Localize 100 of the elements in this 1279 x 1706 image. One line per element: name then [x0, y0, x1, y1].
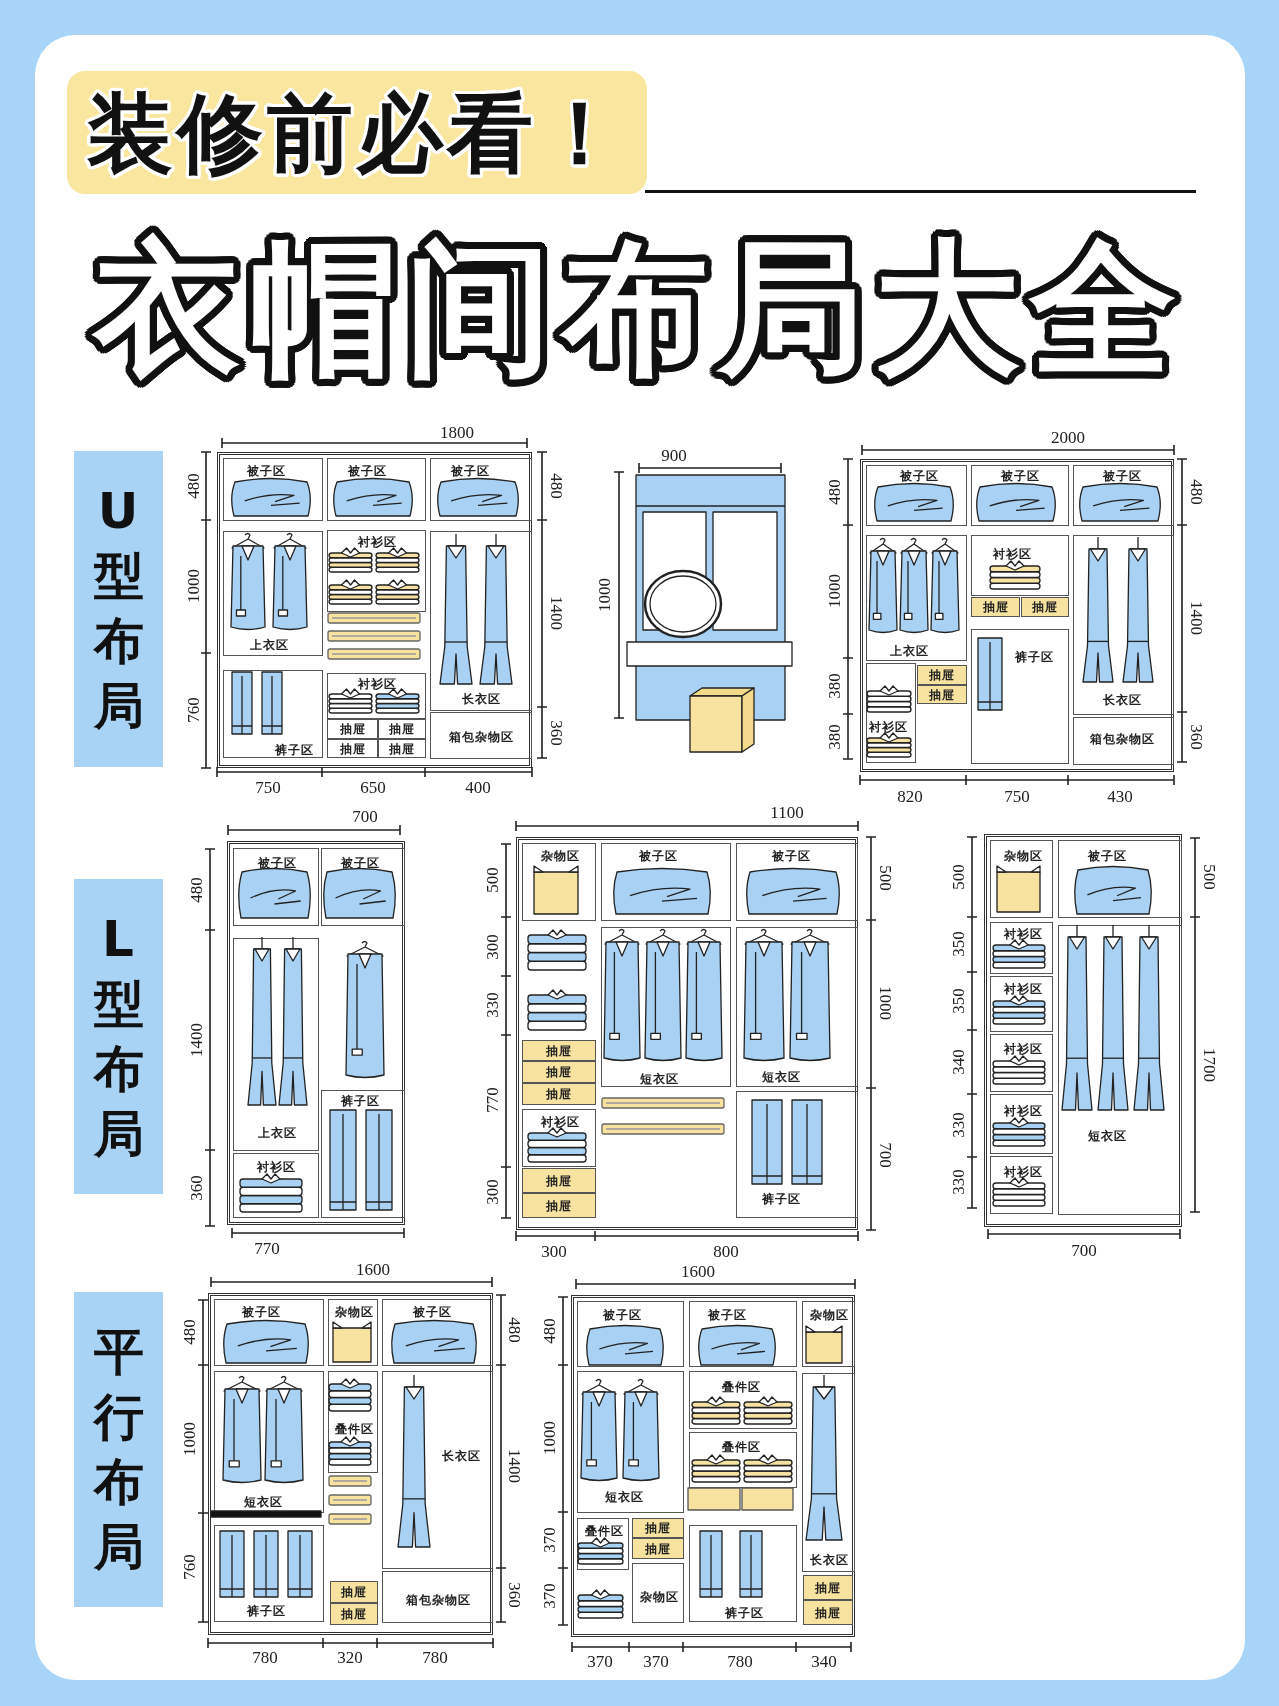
zone-label: 衬衫区: [1003, 983, 1043, 995]
zone-label: 被子区: [1087, 850, 1127, 862]
dimension-label: 1000: [540, 1421, 558, 1455]
dimension-label: 330: [949, 1112, 967, 1138]
drawer: [632, 1538, 684, 1559]
drawer-label: 抽屉: [815, 1581, 841, 1594]
drawer-label: 抽屉: [645, 1542, 671, 1555]
dimension-label: 500: [876, 865, 894, 891]
dimension-label: 480: [184, 473, 202, 499]
zone-label: 衬衫区: [357, 536, 397, 548]
dimension-label: 480: [187, 877, 205, 903]
drawer: [378, 719, 426, 739]
storage-zone: [577, 1301, 684, 1367]
dimension-label: 350: [949, 931, 967, 957]
dimension-label: 750: [255, 778, 281, 796]
storage-zone: [689, 1525, 797, 1622]
dimension-label: 1000: [180, 1422, 198, 1456]
storage-zone: [971, 465, 1069, 526]
zone-label: 衬衫区: [256, 1161, 296, 1173]
zone-label: 长衣区: [441, 1450, 481, 1462]
drawer-label: 抽屉: [389, 723, 415, 735]
storage-zone: [233, 1153, 319, 1218]
storage-zone: [632, 1563, 684, 1623]
storage-zone: [971, 535, 1069, 596]
storage-zone: [382, 1299, 493, 1366]
zone-label: 被子区: [1000, 470, 1040, 482]
drawer: [522, 1083, 596, 1105]
zone-label: 叠件区: [584, 1525, 624, 1537]
drawer: [330, 1581, 378, 1603]
dimension-label: 1100: [770, 803, 804, 821]
drawer-label: 抽屉: [815, 1606, 841, 1619]
storage-zone: [736, 927, 858, 1087]
zone-label: 衬衫区: [1003, 1043, 1043, 1055]
zone-label: 短衣区: [243, 1496, 283, 1508]
storage-zone: [1058, 840, 1182, 918]
dimension-label: 300: [541, 1242, 567, 1260]
zone-label: 短衣区: [1087, 1130, 1127, 1142]
storage-zone: [321, 1090, 405, 1218]
band-label: 平行布局: [93, 1321, 144, 1578]
dimension-label: 330: [949, 1169, 967, 1195]
storage-zone: [601, 927, 731, 1087]
drawer: [327, 719, 378, 739]
drawer-label: 抽屉: [929, 688, 955, 701]
storage-zone: [522, 843, 596, 921]
storage-zone: [736, 1091, 858, 1218]
storage-zone: [990, 1094, 1053, 1154]
drawer: [378, 739, 426, 758]
dimension-label: 820: [897, 787, 923, 805]
zone-label: 杂物区: [540, 850, 580, 862]
dimension-label: 480: [540, 1318, 558, 1344]
dimension-label: 650: [360, 778, 386, 796]
drawer: [522, 1040, 596, 1061]
dimension-label: 760: [184, 697, 202, 723]
dimension-label: 360: [505, 1582, 523, 1608]
dimension-label: 300: [483, 934, 501, 960]
zone-label: 短衣区: [761, 1071, 801, 1083]
zone-label: 杂物区: [334, 1306, 374, 1318]
drawer-label: 抽屉: [546, 1199, 572, 1212]
storage-zone: [382, 1571, 493, 1623]
zone-label: 裤子区: [761, 1193, 801, 1205]
storage-zone: [866, 663, 916, 763]
zone-label: 上衣区: [889, 645, 929, 657]
dimension-label: 400: [465, 778, 491, 796]
dimension-label: 480: [505, 1317, 523, 1343]
drawer: [330, 1603, 378, 1625]
dimension-label: 380: [825, 673, 843, 699]
zone-label: 叠件区: [334, 1423, 374, 1435]
dimension-label: 430: [1107, 787, 1133, 805]
dimension-label: 330: [483, 992, 501, 1018]
dimension-label: 1600: [681, 1262, 715, 1280]
dimension-label: 1000: [825, 574, 843, 608]
dimension-label: 500: [949, 864, 967, 890]
zone-label: 衬衫区: [357, 678, 397, 690]
dimension-label: 350: [949, 988, 967, 1014]
storage-zone: [223, 670, 323, 758]
storage-zone: [990, 1034, 1053, 1092]
dimension-label: 500: [483, 867, 501, 893]
zone-label: 被子区: [638, 850, 678, 862]
dimension-label: 750: [1004, 787, 1030, 805]
storage-zone: [577, 1371, 684, 1513]
dimension-label: 700: [352, 807, 378, 825]
zone-label: 衬衫区: [1003, 928, 1043, 940]
dimension-label: 780: [727, 1652, 753, 1670]
drawer-label: 抽屉: [929, 669, 955, 681]
dimension-label: 340: [949, 1049, 967, 1075]
zone-label: 叠件区: [721, 1441, 761, 1453]
zone-label: 被子区: [347, 465, 387, 477]
zone-label: 衬衫区: [1003, 1166, 1043, 1178]
band-label: U 型布局: [93, 481, 144, 737]
drawer-label: 抽屉: [339, 742, 366, 755]
dimension-label: 370: [587, 1652, 613, 1670]
layout-band: [74, 879, 163, 1194]
storage-zone: [522, 1109, 596, 1167]
storage-zone: [990, 840, 1053, 918]
storage-zone: [1073, 465, 1174, 526]
drawer-label: 抽屉: [341, 1586, 367, 1598]
drawer-label: 抽屉: [1032, 601, 1058, 613]
dimension-label: 480: [547, 473, 565, 499]
dimension-label: 1400: [187, 1023, 205, 1057]
storage-zone: [223, 458, 323, 521]
